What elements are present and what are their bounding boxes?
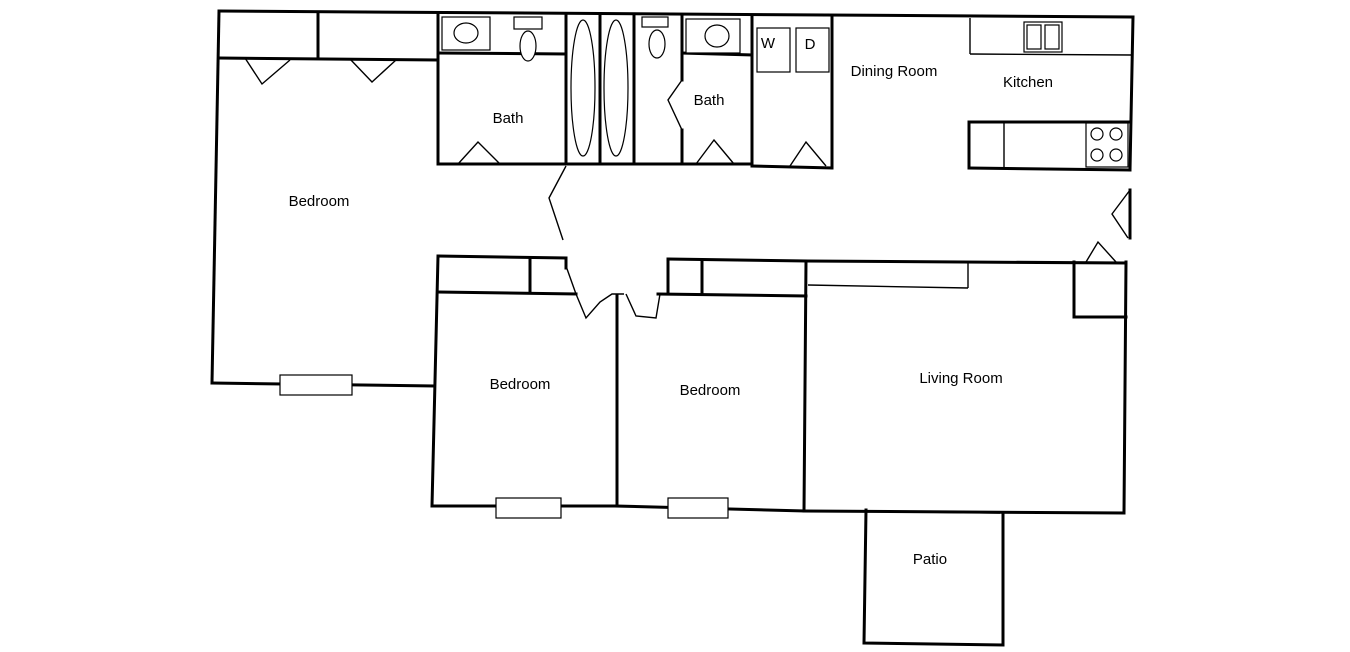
room-label-dining-room: Dining Room [851,63,938,80]
dryer [795,27,830,73]
washer [756,27,791,73]
room-label-bedroom-middle: Bedroom [490,376,551,393]
room-label-living-room: Living Room [919,370,1002,387]
living-room [804,240,1128,319]
kitchen [967,18,1133,172]
window [279,374,353,396]
patio [862,508,1005,647]
hall-doors [548,165,1131,241]
room-label-kitchen: Kitchen [1003,74,1053,91]
room-labels: Bedroom Bath Bath Dining Room Kitchen Be… [289,63,1053,568]
windows [279,374,729,519]
tubs [564,14,636,166]
window [667,497,729,519]
washer-label: W [761,35,776,52]
room-label-bath-left: Bath [493,110,524,127]
dryer-label: D [805,36,816,53]
middle-bedrooms [436,254,808,513]
window [495,497,562,519]
room-label-bath-right: Bath [694,92,725,109]
bath-right [632,14,754,166]
master-closet [217,11,440,166]
bath-left [436,13,568,166]
room-label-bedroom-master: Bedroom [289,193,350,210]
laundry: W D [750,15,834,170]
room-label-patio: Patio [913,551,947,568]
room-label-bedroom-right: Bedroom [680,382,741,399]
